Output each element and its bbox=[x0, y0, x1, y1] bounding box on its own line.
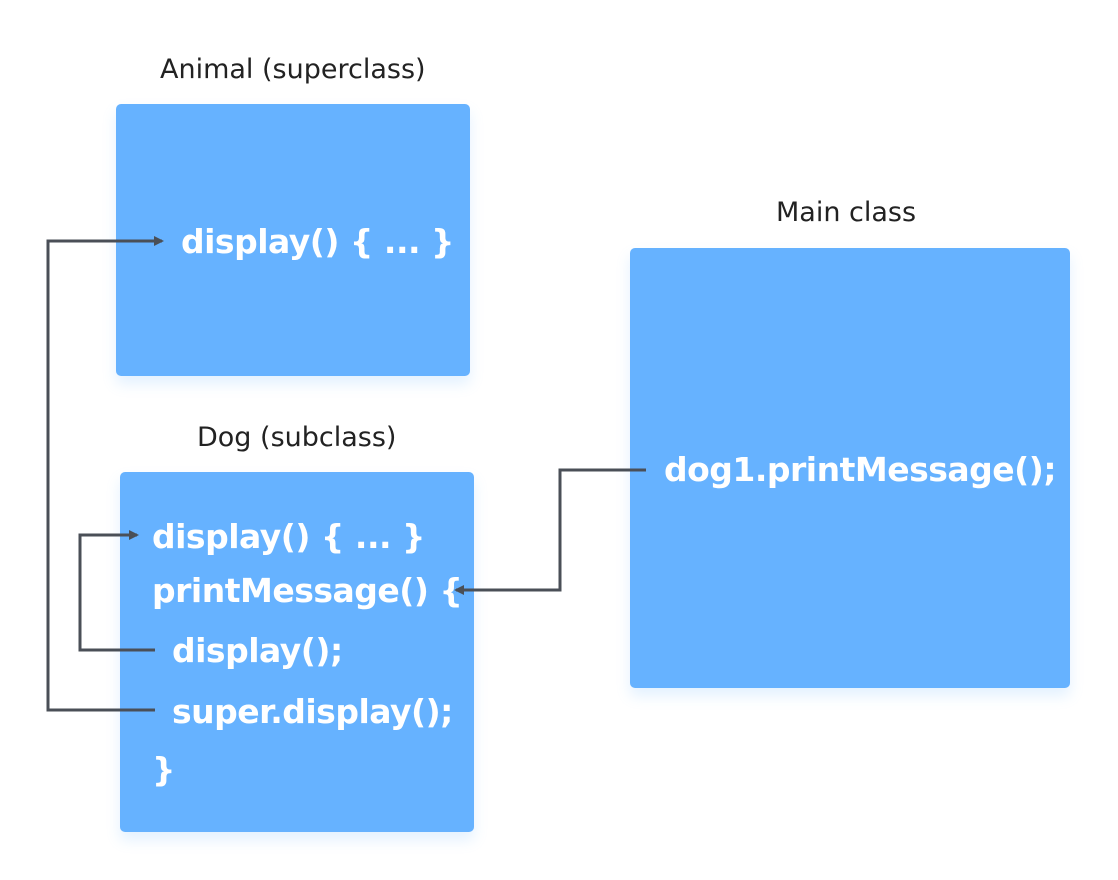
dog-class-box bbox=[120, 472, 474, 832]
dog-closing-brace: } bbox=[152, 750, 176, 789]
animal-class-title: Animal (superclass) bbox=[160, 54, 426, 85]
dog-display-method: display() { ... } bbox=[152, 517, 426, 556]
main-print-message-call: dog1.printMessage(); bbox=[664, 450, 1057, 489]
animal-class-box bbox=[116, 104, 470, 376]
dog-print-message-method: printMessage() { bbox=[152, 571, 463, 610]
main-class-box bbox=[630, 248, 1070, 688]
print-message-arrow bbox=[454, 468, 646, 595]
main-class-title: Main class bbox=[776, 197, 917, 228]
dog-display-call: display(); bbox=[172, 631, 343, 670]
dog-super-display-call: super.display(); bbox=[172, 692, 453, 731]
dog-class-title: Dog (subclass) bbox=[197, 422, 397, 453]
animal-display-method: display() { ... } bbox=[181, 222, 455, 261]
